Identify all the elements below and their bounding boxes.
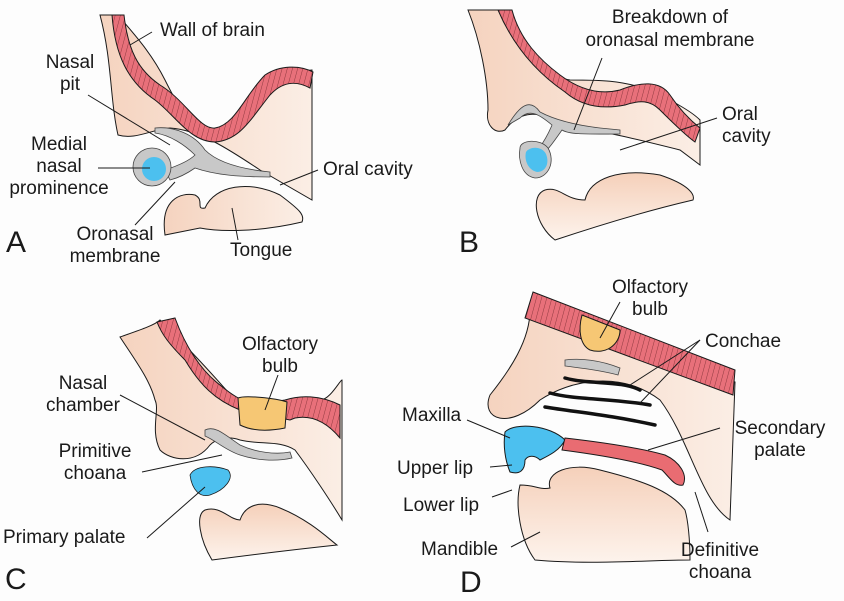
nasal-epithelium-d bbox=[564, 358, 621, 376]
panel-a bbox=[87, 14, 319, 241]
panel-d bbox=[466, 291, 736, 563]
brain-wall-a bbox=[111, 14, 314, 143]
label-mandible: Mandible bbox=[421, 539, 499, 560]
panel-letter-d: D bbox=[460, 566, 482, 599]
conchae-lines-d bbox=[543, 376, 657, 427]
tongue-tissue-b bbox=[535, 172, 694, 241]
leader-lines-b bbox=[573, 57, 718, 151]
label-conchae: Conchae bbox=[705, 331, 782, 352]
head-tissue-a bbox=[99, 14, 313, 201]
label-oronasal-line2: membrane bbox=[69, 246, 161, 267]
lower-jaw-c bbox=[199, 503, 339, 561]
label-wall-of-brain: Wall of brain bbox=[160, 20, 265, 41]
label-olfactory-line1-d: Olfactory bbox=[611, 277, 689, 298]
olfactory-bulb-d bbox=[579, 314, 621, 352]
label-medial-line2: nasal bbox=[36, 156, 82, 177]
label-maxilla: Maxilla bbox=[402, 405, 462, 426]
tongue-tissue-a bbox=[163, 185, 304, 236]
label-primitive-line1: Primitive bbox=[58, 441, 132, 462]
label-lower-lip: Lower lip bbox=[403, 495, 480, 516]
olfactory-bulb-c bbox=[237, 396, 288, 431]
primary-palate-c bbox=[189, 466, 231, 497]
secondary-palate-d bbox=[561, 437, 685, 486]
head-tissue-c bbox=[119, 319, 343, 522]
label-olfactory-line1-c: Olfactory bbox=[241, 334, 319, 355]
leader-lines-a bbox=[87, 31, 319, 241]
label-olfactory-line2-c: bulb bbox=[262, 356, 298, 377]
panel-letter-a: A bbox=[6, 226, 27, 259]
label-oral-cavity-a: Oral cavity bbox=[323, 159, 413, 180]
panel-c bbox=[119, 317, 343, 561]
lower-jaw-d bbox=[517, 466, 691, 563]
brain-wall-d bbox=[524, 291, 736, 396]
label-oral-line1-b: Oral bbox=[722, 104, 758, 125]
brain-wall-c bbox=[156, 317, 341, 440]
label-oronasal-line1: Oronasal bbox=[76, 224, 154, 245]
medial-nasal-prominence-mesenchyme bbox=[142, 157, 166, 181]
brain-wall-b bbox=[497, 9, 701, 143]
label-upper-lip: Upper lip bbox=[397, 458, 474, 479]
label-primary-palate: Primary palate bbox=[3, 527, 126, 548]
leader-lines-c bbox=[119, 374, 279, 539]
label-definitive-line1: Definitive bbox=[680, 540, 760, 561]
panel-b bbox=[467, 9, 718, 241]
panel-letter-b: B bbox=[459, 226, 480, 259]
label-nasal-chamber-line2: chamber bbox=[46, 395, 120, 416]
label-oral-line2-b: cavity bbox=[722, 126, 771, 147]
label-nasal-pit-line1: Nasal bbox=[45, 52, 95, 73]
maxilla-d bbox=[503, 425, 566, 474]
label-tongue: Tongue bbox=[230, 240, 293, 261]
nasal-epithelium-c bbox=[204, 428, 293, 461]
label-medial-line3: prominence bbox=[9, 178, 109, 199]
mesenchyme-blue-b bbox=[525, 147, 548, 172]
label-secondary-line2: palate bbox=[754, 440, 806, 461]
label-breakdown-line1: Breakdown of bbox=[611, 7, 729, 28]
label-definitive-line2: choana bbox=[688, 562, 752, 583]
oronasal-epithelium-a bbox=[154, 127, 271, 181]
label-breakdown-line2: oronasal membrane bbox=[585, 30, 755, 51]
label-nasal-chamber-line1: Nasal bbox=[58, 373, 108, 394]
leader-lines-d bbox=[466, 301, 721, 548]
label-olfactory-line2-d: bulb bbox=[632, 299, 668, 320]
label-secondary-line1: Secondary bbox=[734, 418, 826, 439]
label-nasal-pit-line2: pit bbox=[59, 74, 81, 95]
panel-letter-c: C bbox=[5, 563, 27, 596]
oronasal-epithelium-b bbox=[507, 104, 621, 156]
label-medial-line1: Medial bbox=[31, 134, 87, 155]
label-primitive-line2: choana bbox=[63, 463, 127, 484]
